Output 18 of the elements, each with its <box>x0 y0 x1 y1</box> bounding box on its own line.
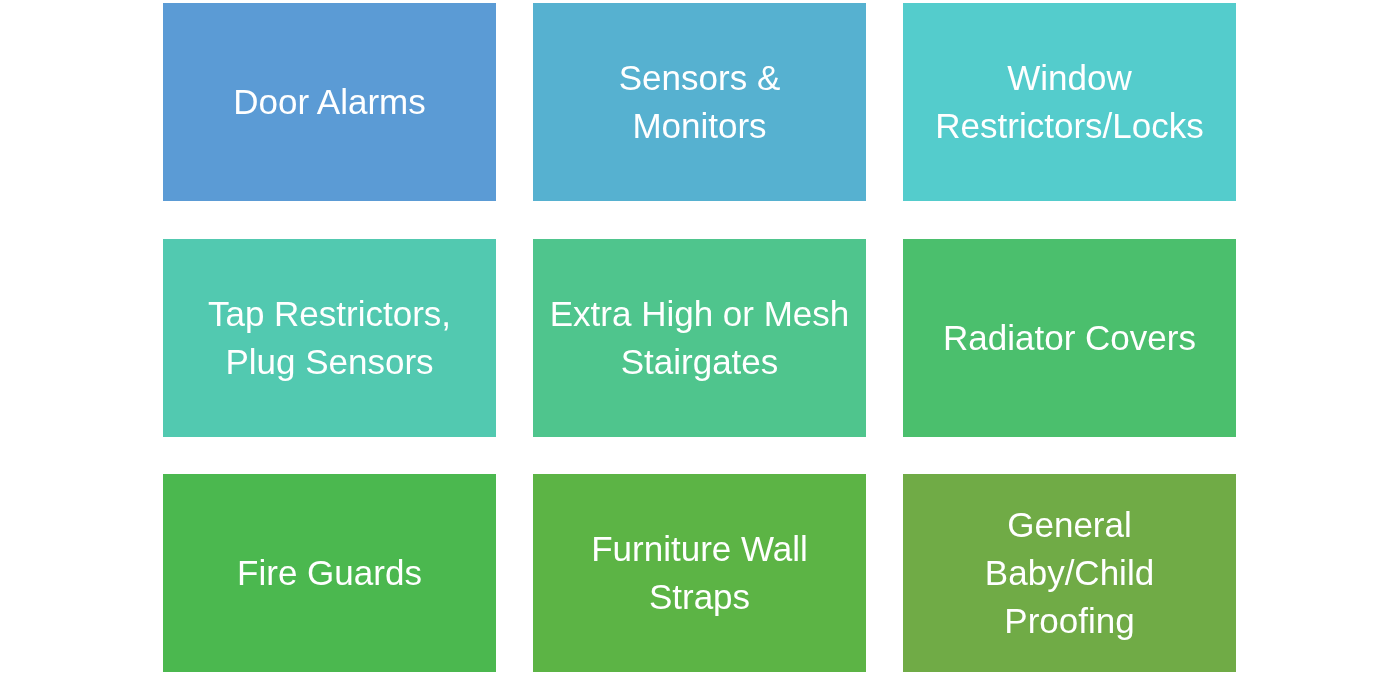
category-tile <box>533 239 866 437</box>
category-tile <box>903 239 1236 437</box>
category-tile <box>163 474 496 672</box>
tile-label: Sensors & Monitors <box>617 56 782 147</box>
tile-label: General Baby/Child Proofing <box>983 503 1156 643</box>
category-tile <box>903 3 1236 201</box>
tile-label: Extra High or Mesh Stairgates <box>549 292 850 383</box>
tile-label: Window Restrictors/Locks <box>934 56 1205 147</box>
tile-label: Tap Restrictors, Plug Sensors <box>206 292 453 383</box>
category-tile <box>163 239 496 437</box>
tile-label: Radiator Covers <box>943 316 1196 359</box>
category-tile <box>533 474 866 672</box>
category-tile <box>903 474 1236 672</box>
tile-label: Furniture Wall Straps <box>590 527 809 618</box>
tile-label: Door Alarms <box>233 80 426 123</box>
category-tile <box>163 3 496 201</box>
tile-label: Fire Guards <box>237 551 422 594</box>
category-tile <box>533 3 866 201</box>
